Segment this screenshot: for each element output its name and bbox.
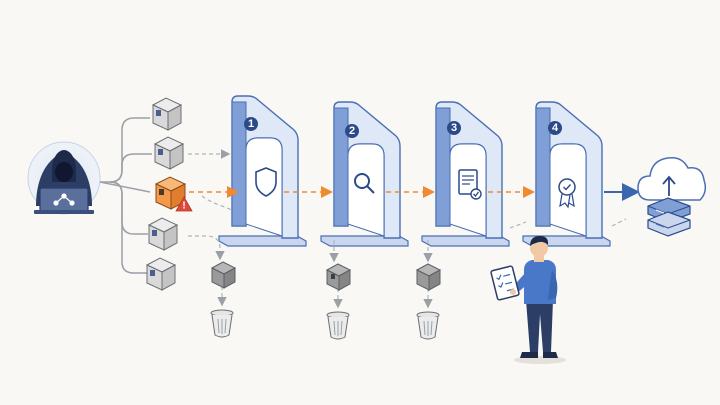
package-1 [151, 97, 183, 131]
gate-4-number: 4 [552, 122, 559, 134]
share-network-icon [53, 193, 75, 206]
warning-icon: ! [175, 196, 193, 212]
server-stack-icon [647, 197, 691, 237]
hacker-figure [27, 141, 101, 215]
gate-2-number-badge [345, 124, 359, 138]
rejected-package-2 [325, 263, 352, 291]
warning-symbol: ! [182, 201, 185, 212]
rejection-paths [188, 195, 627, 309]
package-2 [153, 136, 185, 170]
trash-bin-icon-1 [210, 309, 234, 338]
package-4 [145, 257, 177, 291]
rejected-package-1 [210, 261, 237, 289]
gate-3: 3 [421, 101, 510, 247]
gate-1: 1 [218, 95, 307, 247]
package-3 [147, 217, 179, 251]
branch-lines [99, 117, 152, 274]
gate-4: 4 [522, 101, 611, 247]
gate-3-number-badge [447, 121, 461, 135]
gate-1-number-badge [244, 117, 258, 131]
certificate-badge-icon [558, 178, 576, 209]
reviewer-person [490, 236, 566, 364]
gate-3-number: 3 [451, 122, 457, 134]
magnifier-icon [354, 173, 375, 194]
shield-icon [255, 167, 277, 197]
trash-bin-icon-3 [416, 311, 440, 340]
gate-2-number: 2 [349, 125, 355, 137]
cloud-upload-icon [637, 156, 707, 201]
gate-2: 2 [320, 101, 409, 247]
trash-bin-icon-2 [326, 311, 350, 340]
rejected-package-3 [415, 263, 442, 291]
tablet-checklist-icon [490, 265, 520, 301]
gate-1-number: 1 [248, 118, 254, 130]
gate-4-number-badge [548, 121, 562, 135]
checked-document-icon [458, 169, 482, 200]
laptop-icon [39, 187, 89, 213]
